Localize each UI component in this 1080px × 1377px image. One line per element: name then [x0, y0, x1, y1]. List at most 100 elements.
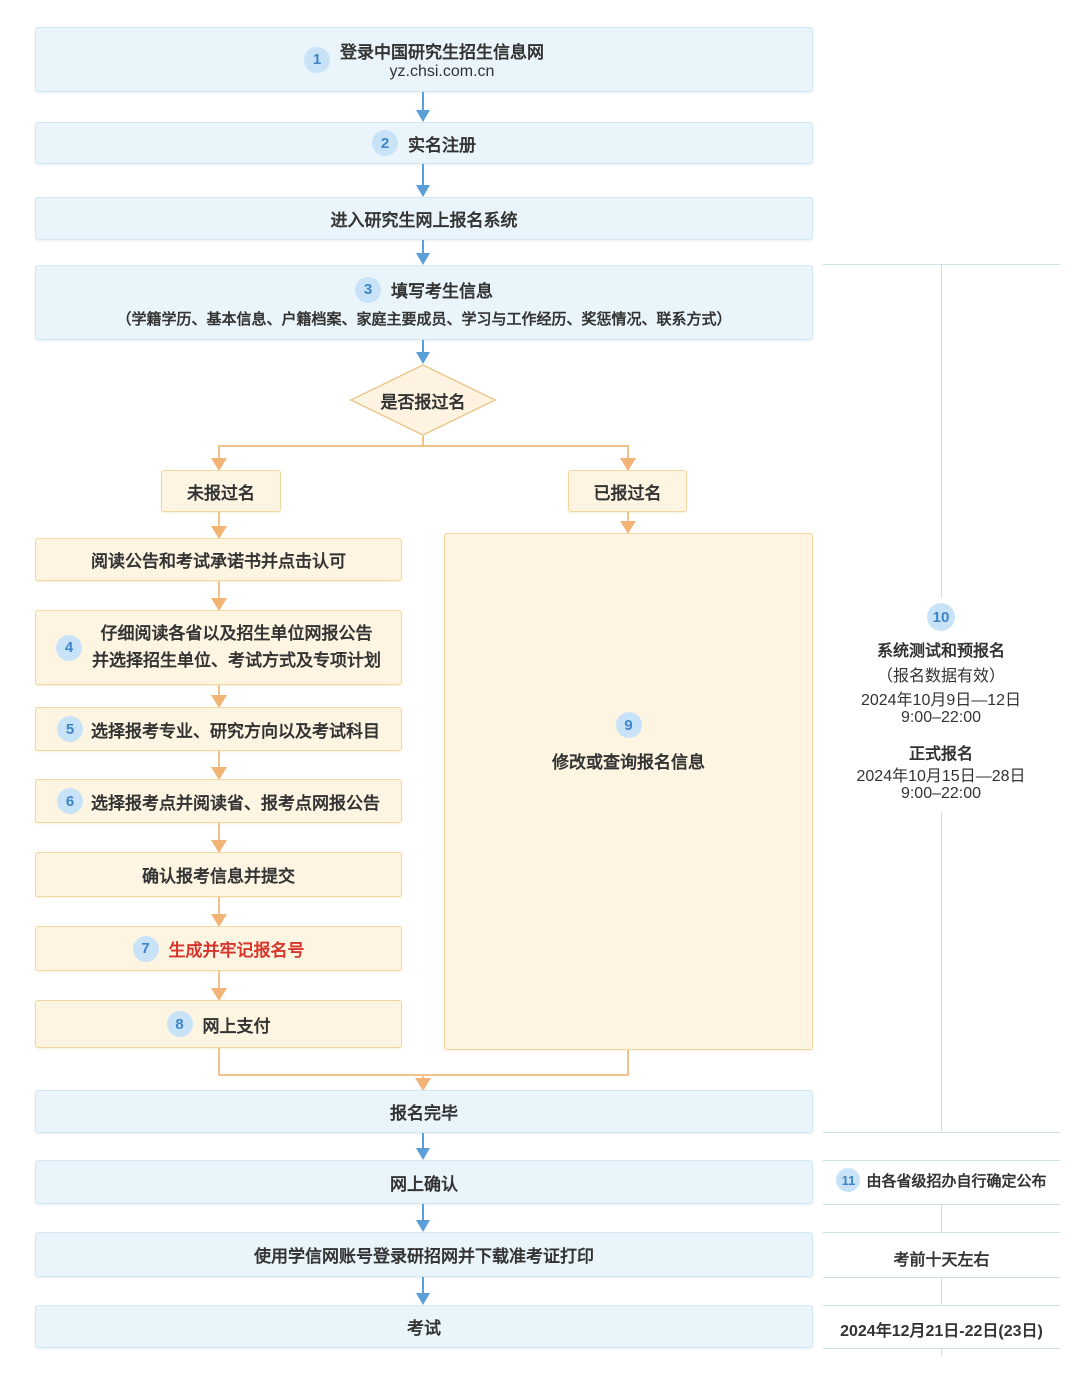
arrow-down-icon [416, 1148, 430, 1160]
arrow-line [422, 1204, 424, 1220]
step3-box: 3 填写考生信息 （学籍学历、基本信息、户籍档案、家庭主要成员、学习与工作经历、… [35, 265, 813, 340]
arrow-down-icon [416, 185, 430, 197]
connector-line [218, 512, 220, 526]
connector-line [218, 685, 220, 695]
step3-number-badge: 3 [355, 276, 381, 303]
connector-line [218, 897, 220, 914]
sidebar-bracket-line [941, 1348, 942, 1356]
arrow-down-icon [211, 767, 227, 780]
arrow-down-icon [211, 840, 227, 853]
sidebar-bracket-line [941, 264, 942, 598]
arrow-down-icon [415, 1078, 431, 1091]
confirm-submit-label: 确认报考信息并提交 [142, 867, 295, 886]
step1-number-badge: 1 [304, 46, 330, 73]
step3-label: 填写考生信息 [391, 282, 493, 301]
connector-line [219, 445, 629, 447]
step4-line2: 并选择招生单位、考试方式及专项计划 [92, 650, 381, 670]
decision-diamond [350, 364, 496, 436]
step2-box: 2 实名注册 [35, 122, 813, 164]
connector-line [218, 971, 220, 988]
connector-line [422, 436, 424, 445]
before-exam-row: 考前十天左右 [823, 1246, 1060, 1270]
arrow-line [422, 340, 424, 352]
step9-number-badge: 9 [615, 712, 642, 738]
step11-row: 11 由各省级招办自行确定公布 [823, 1168, 1060, 1192]
before-exam-label: 考前十天左右 [893, 1252, 990, 1269]
sidebar-bracket-line [941, 1277, 942, 1305]
step1-box: 1 登录中国研究生招生信息网 yz.chsi.com.cn [35, 27, 813, 92]
arrow-down-icon [416, 1293, 430, 1305]
step10-pre-time: 9:00–22:00 [900, 709, 982, 726]
step8-label: 网上支付 [202, 1016, 271, 1036]
arrow-line [422, 164, 424, 185]
step9-label: 修改或查询报名信息 [552, 753, 705, 772]
arrow-down-icon [211, 695, 227, 708]
connector-line [627, 512, 629, 521]
connector-line [218, 445, 220, 458]
step10-formal-date: 2024年10月15日—28日 [856, 768, 1026, 785]
step10-subtitle: （报名数据有效） [876, 668, 1005, 685]
sidebar-bracket-line [941, 812, 942, 1132]
branch-yes-label: 已报过名 [593, 483, 662, 503]
read-notice-box: 阅读公告和考试承诺书并点击认可 [35, 538, 402, 581]
connector-line [422, 1074, 424, 1079]
step4-line1: 仔细阅读各省以及招生单位网报公告 [100, 624, 373, 644]
connector-line [218, 823, 220, 840]
finish-box: 报名完毕 [35, 1090, 813, 1133]
step6-label: 选择报考点并阅读省、报考点网报公告 [91, 793, 380, 813]
arrow-down-icon [211, 914, 227, 927]
arrow-line [422, 240, 424, 253]
sidebar-divider [823, 1305, 1060, 1306]
decision-label: 是否报过名 [380, 392, 466, 412]
step11-number-badge: 11 [836, 1168, 861, 1192]
connector-line [218, 751, 220, 767]
step10-pre-date: 2024年10月9日—12日 [860, 692, 1022, 709]
connector-line [627, 445, 629, 458]
exam-label: 考试 [407, 1319, 441, 1338]
step10-formal-title: 正式报名 [908, 746, 973, 763]
branch-yes-box: 已报过名 [568, 470, 687, 512]
arrow-down-icon [620, 521, 636, 534]
arrow-line [422, 1277, 424, 1293]
print-ticket-label: 使用学信网账号登录研招网并下载准考证打印 [254, 1247, 594, 1266]
arrow-line [422, 92, 424, 110]
confirm-submit-box: 确认报考信息并提交 [35, 852, 402, 897]
exam-date-row: 2024年12月21日-22日(23日) [823, 1317, 1060, 1341]
step10-formal-time: 9:00–22:00 [900, 785, 982, 802]
step2-label: 实名注册 [408, 135, 476, 155]
arrow-down-icon [211, 526, 227, 539]
step5-label: 选择报考专业、研究方向以及考试科目 [91, 721, 380, 741]
step5-box: 5 选择报考专业、研究方向以及考试科目 [35, 707, 402, 751]
step11-label: 由各省级招办自行确定公布 [866, 1172, 1047, 1190]
step6-number-badge: 6 [57, 788, 83, 814]
step1-url: yz.chsi.com.cn [389, 63, 495, 80]
read-notice-label: 阅读公告和考试承诺书并点击认可 [91, 552, 346, 571]
step4-box: 4 仔细阅读各省以及招生单位网报公告 并选择招生单位、考试方式及专项计划 [35, 610, 402, 685]
step7-label: 生成并牢记报名号 [168, 941, 305, 960]
step9-box: 9 修改或查询报名信息 [444, 533, 813, 1050]
branch-no-box: 未报过名 [161, 470, 281, 512]
print-ticket-box: 使用学信网账号登录研招网并下载准考证打印 [35, 1232, 813, 1277]
enter-system-box: 进入研究生网上报名系统 [35, 197, 813, 240]
connector-line [218, 581, 220, 598]
connector-line [218, 1048, 220, 1076]
sidebar-bracket-line [941, 1204, 942, 1232]
arrow-line [422, 1133, 424, 1148]
step7-number-badge: 7 [132, 935, 159, 962]
arrow-down-icon [416, 110, 430, 122]
arrow-down-icon [620, 458, 636, 471]
step7-box: 7 生成并牢记报名号 [35, 926, 402, 971]
exam-date-label: 2024年12月21日-22日(23日) [840, 1323, 1043, 1340]
connector-line [627, 1050, 629, 1076]
arrow-down-icon [211, 598, 227, 611]
step10-number-badge: 10 [927, 603, 955, 631]
sidebar-divider [823, 1132, 1060, 1133]
arrow-down-icon [211, 988, 227, 1001]
arrow-down-icon [211, 458, 227, 471]
arrow-down-icon [416, 253, 430, 265]
step8-box: 8 网上支付 [35, 1000, 402, 1048]
step6-box: 6 选择报考点并阅读省、报考点网报公告 [35, 779, 402, 823]
finish-label: 报名完毕 [390, 1104, 458, 1123]
branch-no-label: 未报过名 [187, 483, 255, 503]
